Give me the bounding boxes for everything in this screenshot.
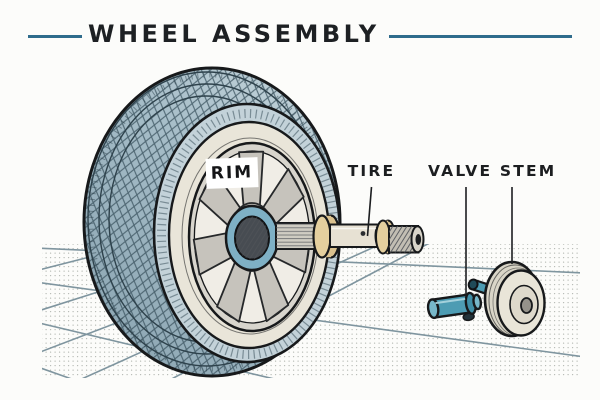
- leader-lines: [366, 186, 513, 296]
- shaft-pin-hole: [360, 231, 366, 236]
- tire-leader-line: [366, 186, 373, 237]
- rim-label: RIM: [205, 157, 259, 189]
- axle-shaft: [275, 214, 425, 259]
- tire-label: TIRE: [347, 162, 396, 180]
- valve-stem-part: [426, 291, 483, 322]
- title-rule-left: [28, 35, 82, 38]
- title-rule-right: [389, 35, 572, 38]
- axle-end-bore: [415, 234, 422, 245]
- hub-bearing: [224, 204, 280, 272]
- valve-stem-label: VALVE STEM: [428, 162, 557, 180]
- diagram-title: WHEEL ASSEMBLY: [88, 20, 380, 48]
- drum-center-hole: [520, 297, 533, 314]
- axle-knurled-end: [388, 225, 425, 254]
- valve-stem-cap: [472, 293, 483, 311]
